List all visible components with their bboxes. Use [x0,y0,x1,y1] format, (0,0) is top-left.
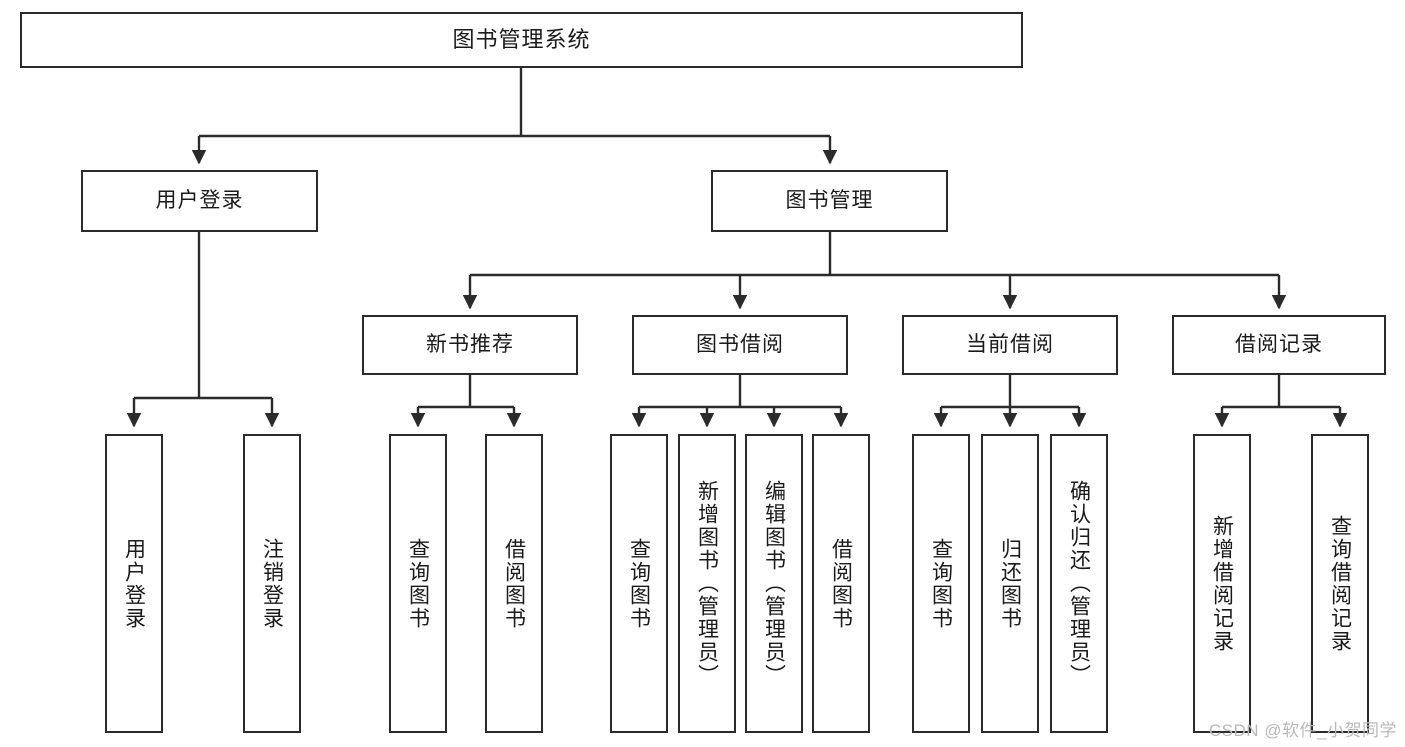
node-label: 借阅图书 [829,537,853,630]
csdn-watermark: CSDN @软件_小贺同学 [1208,721,1397,740]
node-label: 查询图书 [627,537,651,630]
node-book-management[interactable]: 图书管理 [711,170,948,232]
node-label: 归还图书 [998,537,1022,630]
node-label: 图书管理系统 [452,26,591,52]
node-label: 查询借阅记录 [1328,514,1352,653]
node-label: 借阅图书 [502,537,526,630]
node-leaf-borrow-lend-book[interactable]: 借阅图书 [812,434,870,733]
node-label: 图书管理 [785,189,874,213]
node-leaf-edit-book-admin[interactable]: 编辑图书（管理员） [745,434,803,733]
node-leaf-add-book-admin[interactable]: 新增图书（管理员） [678,434,736,733]
node-label: 当前借阅 [966,333,1054,357]
node-user-login[interactable]: 用户登录 [81,170,318,232]
node-label: 查询图书 [406,537,430,630]
node-leaf-borrow-query-book[interactable]: 查询图书 [610,434,668,733]
node-label: 注销登录 [260,537,284,630]
node-book-borrowing[interactable]: 图书借阅 [632,315,848,375]
node-label: 查询图书 [929,537,953,630]
node-leaf-recommend-borrow-book[interactable]: 借阅图书 [485,434,543,733]
node-label: 编辑图书（管理员） [762,480,786,687]
node-leaf-recommend-query-book[interactable]: 查询图书 [389,434,447,733]
node-label: 新书推荐 [426,333,514,357]
node-leaf-query-borrow-record[interactable]: 查询借阅记录 [1311,434,1369,733]
node-leaf-return-book[interactable]: 归还图书 [981,434,1039,733]
node-current-borrowing[interactable]: 当前借阅 [902,315,1118,375]
node-label: 图书借阅 [696,333,784,357]
node-label: 借阅记录 [1235,333,1323,357]
node-label: 用户登录 [155,189,244,213]
node-label: 用户登录 [122,537,146,630]
node-leaf-confirm-return-admin[interactable]: 确认归还（管理员） [1050,434,1108,733]
node-leaf-current-query-book[interactable]: 查询图书 [912,434,970,733]
node-borrowing-records[interactable]: 借阅记录 [1172,315,1386,375]
node-leaf-add-borrow-record[interactable]: 新增借阅记录 [1193,434,1251,733]
node-label: 确认归还（管理员） [1067,480,1091,687]
node-root-book-management-system[interactable]: 图书管理系统 [20,12,1023,68]
node-label: 新增借阅记录 [1210,514,1234,653]
node-leaf-user-login[interactable]: 用户登录 [105,434,163,733]
node-leaf-user-logout[interactable]: 注销登录 [243,434,301,733]
node-label: 新增图书（管理员） [695,480,719,687]
node-new-book-recommendation[interactable]: 新书推荐 [362,315,578,375]
